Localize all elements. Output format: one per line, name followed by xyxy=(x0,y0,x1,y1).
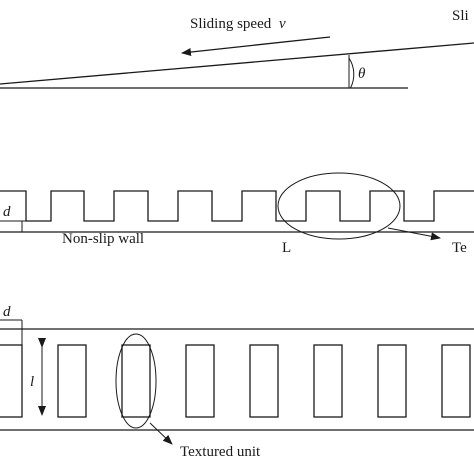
inclined-surface-line xyxy=(0,42,474,85)
bottom-section: d l Textured unit xyxy=(0,304,474,460)
texture-rect xyxy=(249,344,279,418)
texture-rect xyxy=(0,344,23,418)
texture-rect xyxy=(57,344,87,418)
sliding-cutoff-label: Sli xyxy=(452,8,469,24)
texture-rect xyxy=(185,344,215,418)
texture-rect xyxy=(313,344,343,418)
d-label: d xyxy=(3,204,11,220)
angle-theta-label: θ xyxy=(358,66,366,82)
textured-unit-ellipse xyxy=(115,333,157,429)
texture-rect xyxy=(441,344,471,418)
textured-unit-label: Textured unit xyxy=(180,444,261,460)
texture-rect xyxy=(377,344,407,418)
texture-leader-arrow xyxy=(387,227,441,241)
sliding-speed-label: Sliding speed v xyxy=(190,16,286,32)
plan-d-label: d xyxy=(3,304,11,320)
texture-rectangles xyxy=(0,344,471,418)
top-section: Sliding speed v Sli θ xyxy=(0,8,474,89)
middle-section: d Non-slip wall L Te xyxy=(0,172,474,256)
textured-unit-leader-arrow xyxy=(149,422,173,445)
non-slip-wall-label: Non-slip wall xyxy=(62,231,144,247)
texture-rect xyxy=(121,344,151,418)
L-label: L xyxy=(282,240,291,256)
sliding-direction-arrow xyxy=(181,36,331,57)
angle-arc xyxy=(348,57,355,89)
texture-highlight-ellipse xyxy=(277,172,401,240)
texture-cutoff-label: Te xyxy=(452,240,467,256)
grooved-surface-profile xyxy=(0,190,474,222)
l-label: l xyxy=(30,374,34,390)
